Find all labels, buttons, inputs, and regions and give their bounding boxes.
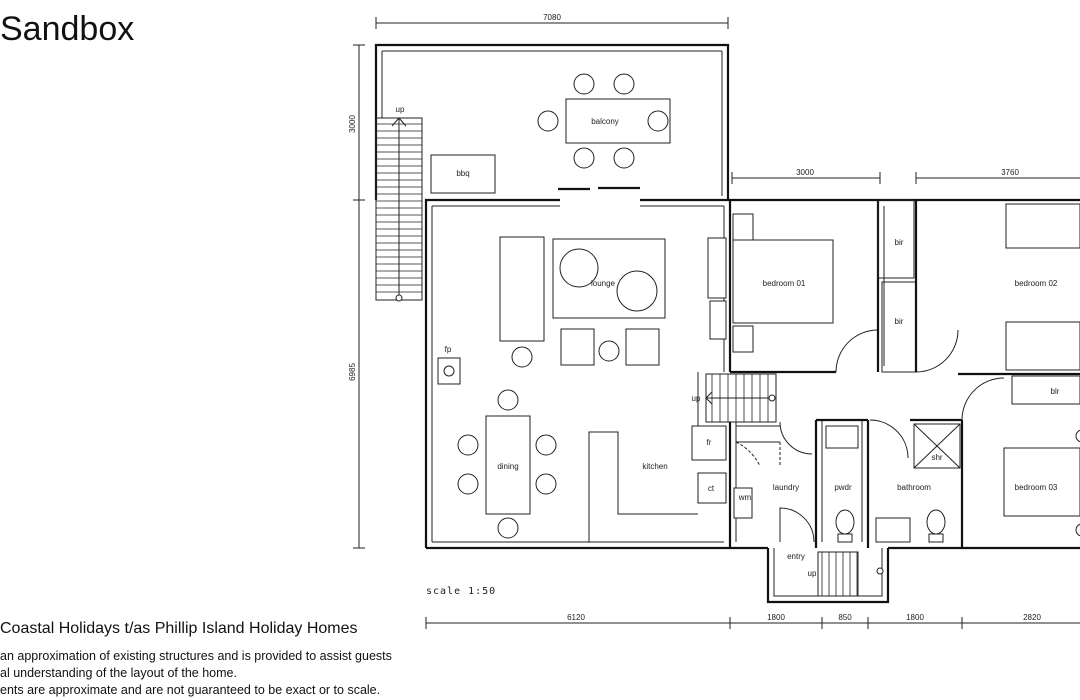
scale-label: scale 1:50 (426, 586, 496, 597)
wm-label: wm (738, 493, 752, 502)
dim-bottom-2: 1800 (767, 613, 785, 622)
bedroom-03-label: bedroom 03 (1015, 483, 1058, 492)
dim-top-3760: 3760 (1001, 168, 1019, 177)
footer: Coastal Holidays t/as Phillip Island Hol… (0, 620, 420, 699)
pwdr-label: pwdr (834, 483, 852, 492)
internal-stair: up (692, 372, 777, 426)
lounge-area: lounge fp (437, 236, 666, 385)
dining-table (485, 415, 531, 515)
dimension-lines: 7080 3000 3760 3000 6985 6120 1800 850 1… (348, 13, 1080, 629)
kitchen-area: kitchen fr ct (588, 237, 727, 542)
disclaimer-line-2: al understanding of the layout of the ho… (0, 666, 237, 680)
dining-area: dining (457, 389, 557, 539)
sofa (499, 236, 545, 342)
dim-top-width: 7080 (543, 13, 561, 22)
company-name: Coastal Holidays t/as Phillip Island Hol… (0, 620, 358, 637)
fp-label: fp (445, 345, 452, 354)
bbq-label: bbq (456, 169, 469, 178)
stair-up-label: up (396, 105, 405, 114)
bedroom-03: blr bedroom 03 (961, 375, 1080, 537)
dim-left-6985: 6985 (348, 363, 357, 381)
dim-bottom-5: 2820 (1023, 613, 1041, 622)
dining-label: dining (497, 462, 518, 471)
dim-top-3000: 3000 (796, 168, 814, 177)
disclaimer-line-1: an approximation of existing structures … (0, 649, 392, 663)
balcony-label: balcony (591, 117, 619, 126)
dim-bottom-3: 850 (838, 613, 852, 622)
blr-label: blr (1051, 387, 1060, 396)
bbq-unit (430, 154, 496, 194)
bathroom-label: bathroom (897, 483, 931, 492)
laundry-label: laundry (773, 483, 799, 492)
bedroom-01-label: bedroom 01 (763, 279, 806, 288)
bir-1-label: bir (895, 238, 904, 247)
bedroom-01: bedroom 01 (730, 200, 885, 374)
kitchen-label: kitchen (642, 462, 667, 471)
shr-label: shr (931, 453, 942, 462)
balcony-area: balcony bbq (374, 43, 730, 200)
entry-up-label: up (808, 569, 817, 578)
bedroom-02-label: bedroom 02 (1015, 279, 1058, 288)
bir-2-label: bir (895, 317, 904, 326)
entry-label: entry (787, 552, 805, 561)
built-in-robes: bir bir (877, 199, 959, 373)
fr-label: fr (707, 438, 712, 447)
bedroom-02: bedroom 02 (958, 203, 1080, 376)
disclaimer-line-3: ents are approximate and are not guarant… (0, 683, 381, 697)
internal-stair-label: up (692, 394, 701, 403)
fireplace (437, 357, 461, 385)
external-stair: up (375, 105, 423, 302)
page-title: Sandbox (0, 10, 135, 48)
ct-label: ct (708, 484, 715, 493)
entry-area: entry up (766, 548, 890, 604)
wet-areas: wm laundry pwdr shr bathroom (728, 418, 964, 548)
laundry-door (779, 421, 813, 455)
dim-bottom-4: 1800 (906, 613, 924, 622)
bathroom-door (869, 419, 909, 459)
lounge-label: lounge (591, 279, 616, 288)
dim-bottom-1: 6120 (567, 613, 585, 622)
dim-left-3000: 3000 (348, 115, 357, 133)
balcony-chairs (537, 73, 669, 169)
